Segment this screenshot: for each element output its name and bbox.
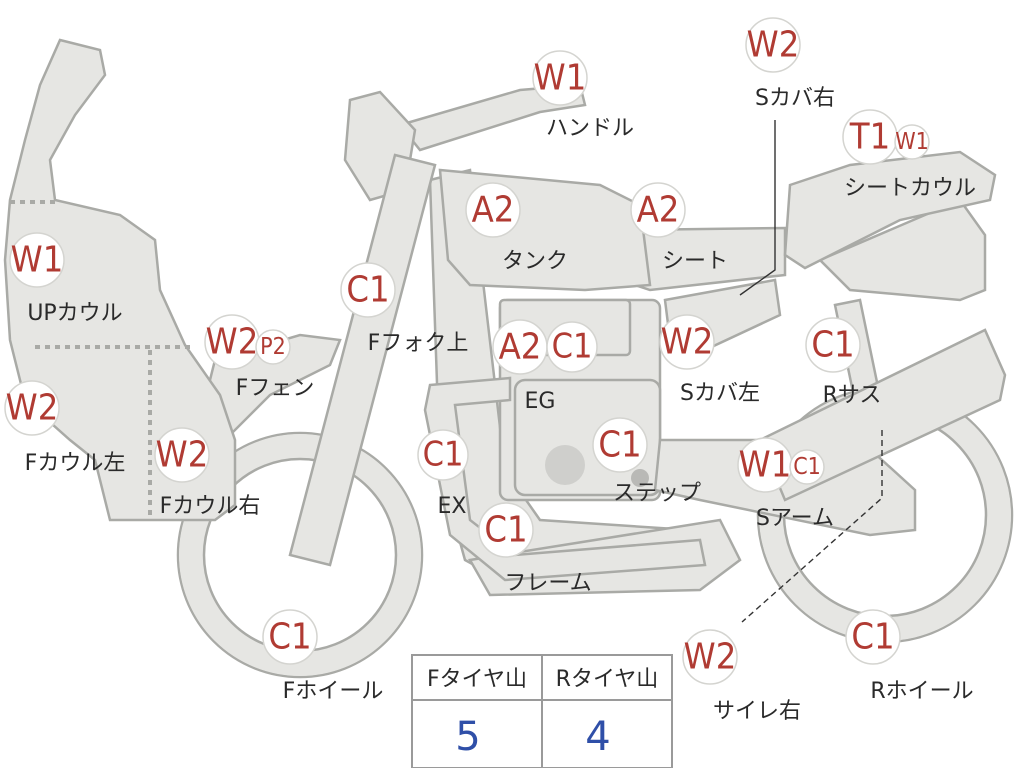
front-cowl-left-label: Fカウル左	[25, 451, 126, 476]
step-label: ステップ	[613, 481, 701, 506]
tank-grade-code: A2	[472, 189, 515, 230]
tire-table-header-rear	[541, 654, 673, 701]
front-cowl-right-grade-code: W2	[156, 434, 209, 475]
rear-tire-value: 4	[585, 714, 610, 760]
exhaust-grade-code: C1	[423, 435, 464, 475]
front-fender-grade-code: W2	[206, 321, 259, 362]
handle-grade-badge: W1	[532, 50, 588, 106]
front-wheel-label: Fホイール	[283, 679, 384, 704]
up-cowl-grade-badge: W1	[9, 232, 65, 288]
scover-left-label: Sカバ左	[680, 381, 760, 406]
seat-grade-badge: A2	[630, 182, 686, 238]
front-tire-value: 5	[455, 714, 480, 760]
frame-grade-badge: C1	[478, 502, 534, 558]
up-cowl-grade-code: W1	[11, 239, 64, 280]
muffler-right-grade-badge: W2	[682, 629, 738, 685]
front-wheel-grade-code: C1	[268, 616, 311, 657]
step-grade-code: C1	[598, 424, 641, 465]
rear-wheel-grade-badge: C1	[845, 609, 901, 665]
step-grade-badge: C1	[592, 417, 648, 473]
front-cowl-right-label: Fカウル右	[160, 494, 261, 519]
rear-suspension-label: Rサス	[823, 383, 882, 408]
exhaust-label: EX	[438, 494, 467, 519]
frame-grade-code: C1	[484, 509, 527, 550]
rear-wheel-label: Rホイール	[870, 679, 973, 704]
scover-right-label: Sカバ右	[755, 86, 835, 111]
seat-label: シート	[662, 249, 728, 274]
front-fender-grade-code: P2	[260, 334, 286, 360]
front-fork-shape	[288, 153, 437, 567]
front-tire-header: Fタイヤ山	[427, 667, 527, 692]
tank-grade-badge: A2	[465, 182, 521, 238]
seat-cowl-label: シートカウル	[844, 176, 976, 201]
swingarm-grade-badge: C1	[789, 449, 825, 485]
exhaust-grade-badge: C1	[417, 429, 469, 481]
front-fork-upper-grade-code: C1	[346, 269, 389, 310]
swingarm-label: Sアーム	[756, 506, 834, 531]
front-cowl-left-grade-badge: W2	[4, 380, 60, 436]
front-fork-upper-label: Fフォク上	[368, 331, 469, 356]
step-peg-left	[631, 469, 649, 487]
front-cowl-right-grade-badge: W2	[154, 427, 210, 483]
swingarm-grade-code: C1	[793, 454, 821, 480]
scover-right-grade-badge: W2	[745, 17, 801, 73]
seat-cowl-grade-badge: T1	[842, 109, 898, 165]
swingarm-grade-code: W1	[739, 444, 792, 485]
seat-grade-code: A2	[637, 189, 680, 230]
engine-grade-badge: A2	[492, 319, 548, 375]
engine-cover	[545, 445, 585, 485]
front-cowl-left-grade-code: W2	[6, 387, 59, 428]
engine-label: EG	[525, 389, 556, 414]
handle-grade-code: W1	[534, 57, 587, 98]
front-wheel-grade-badge: C1	[262, 609, 318, 665]
seat-cowl-shape	[783, 150, 997, 270]
handle-label: ハンドル	[546, 116, 634, 141]
engine-grade-code: A2	[499, 326, 542, 367]
scover-left-grade-badge: W2	[659, 314, 715, 370]
rear-tire-header: Rタイヤ山	[556, 667, 659, 692]
front-fender-label: Fフェン	[236, 376, 315, 401]
muffler-right-label: サイレ右	[713, 699, 801, 724]
front-fender-grade-badge: P2	[255, 329, 291, 365]
front-fender-grade-badge: W2	[204, 314, 260, 370]
handlebar-shape	[397, 83, 587, 152]
exhaust-shape	[423, 376, 707, 582]
engine-grade-badge: C1	[546, 321, 598, 373]
front-fork-upper-grade-badge: C1	[340, 262, 396, 318]
leader-muffler-right	[741, 430, 883, 623]
cowl-shape	[3, 38, 237, 522]
tire-table-value-rear	[541, 699, 673, 769]
leader-scover-right	[739, 120, 776, 296]
rear-suspension-grade-badge: C1	[805, 317, 861, 373]
scover-right-grade-code: W2	[747, 24, 800, 65]
frame-label: フレーム	[504, 571, 591, 596]
seat-cowl-grade-code: W1	[895, 129, 929, 155]
up-cowl-label: UPカウル	[27, 301, 122, 326]
muffler-right-grade-code: W2	[684, 636, 737, 677]
rear-wheel-grade-code: C1	[851, 616, 894, 657]
swingarm-grade-badge: W1	[737, 437, 793, 493]
rear-suspension-grade-code: C1	[811, 324, 854, 365]
engine-grade-code: C1	[552, 327, 593, 367]
tire-table: Fタイヤ山 Rタイヤ山 5 4	[411, 654, 673, 769]
scover-left-grade-code: W2	[661, 321, 714, 362]
tank-label: タンク	[502, 249, 568, 274]
seat-cowl-grade-code: T1	[849, 116, 890, 157]
seat-cowl-grade-badge: W1	[894, 124, 930, 160]
